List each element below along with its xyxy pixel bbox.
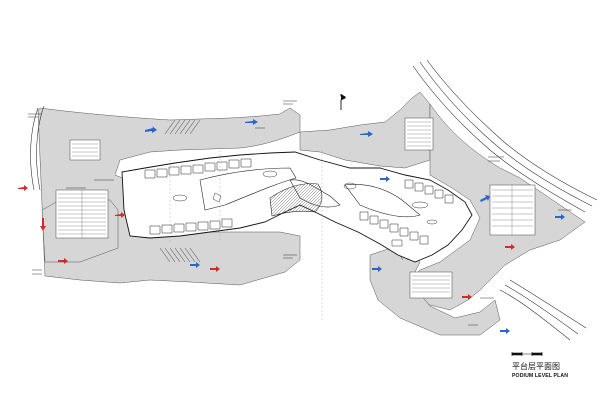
direction-arrow-icon [115,212,125,218]
direction-arrow-icons [18,119,565,334]
plan-title-english: PODIUM LEVEL PLAN [512,373,569,379]
direction-arrow-icon [58,258,68,264]
annotation-ticks [28,100,572,326]
scale-bar [511,352,543,356]
plan-title-chinese: 平台层平面图 [512,362,560,371]
direction-arrow-icon [360,131,373,137]
direction-arrow-icon [245,119,258,125]
south-east-road-area [369,244,501,336]
direction-arrow-icon [210,266,220,272]
direction-arrow-icon [145,126,157,133]
grid-axis-lines [169,150,323,320]
direction-arrow-icon [40,218,46,231]
direction-arrow-icon [500,328,510,334]
direction-arrow-icon [372,266,382,272]
direction-arrow-icon [505,244,515,250]
direction-arrow-icon [18,185,28,191]
ramp-lines [30,59,598,341]
direction-arrow-icon [480,195,490,202]
north-arrow-icon [340,94,347,110]
direction-arrow-icon [462,294,472,300]
room-modules [144,158,454,245]
parking-stall-lines [58,121,533,293]
direction-arrow-icon [190,262,200,268]
central-bridge-hatch [269,183,323,217]
direction-arrow-icon [380,176,390,182]
direction-arrow-icon [555,214,565,220]
interior-details [172,170,438,247]
